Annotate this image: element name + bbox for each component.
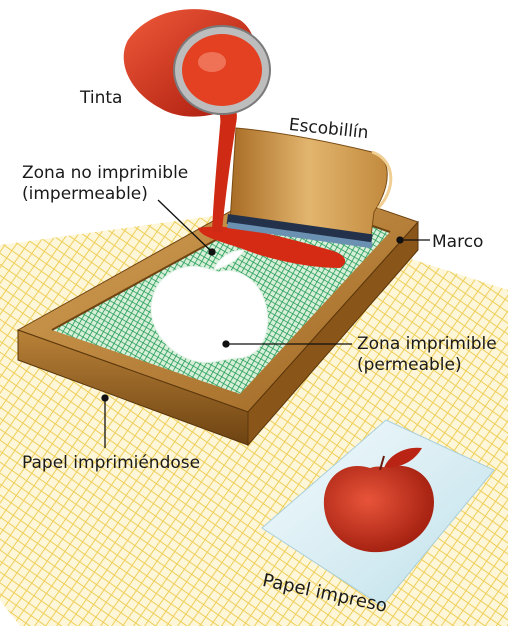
printed-apple xyxy=(323,465,434,553)
squeegee xyxy=(226,127,393,249)
printed-paper xyxy=(261,419,495,607)
annotation-leaders xyxy=(101,199,430,448)
ink-stream xyxy=(212,97,237,233)
label-zona-imprimible-line2: (permeable) xyxy=(357,354,462,375)
label-zona-imprimible: Zona imprimible (permeable) xyxy=(357,334,497,375)
label-zona-imprimible-line1: Zona imprimible xyxy=(357,334,497,354)
label-zona-no-imprimible-line1: Zona no imprimible xyxy=(22,163,189,183)
label-zona-no-imprimible-line2: (impermeable) xyxy=(22,183,148,204)
ink-can xyxy=(123,9,271,117)
ink-on-screen xyxy=(198,226,346,268)
label-papel-imprimiendose: Papel imprimiéndose xyxy=(22,453,201,473)
label-zona-no-imprimible: Zona no imprimible (impermeable) xyxy=(22,163,188,204)
label-tinta: Tinta xyxy=(80,88,123,108)
printable-zone-apple xyxy=(150,249,269,363)
label-marco: Marco xyxy=(432,232,484,252)
